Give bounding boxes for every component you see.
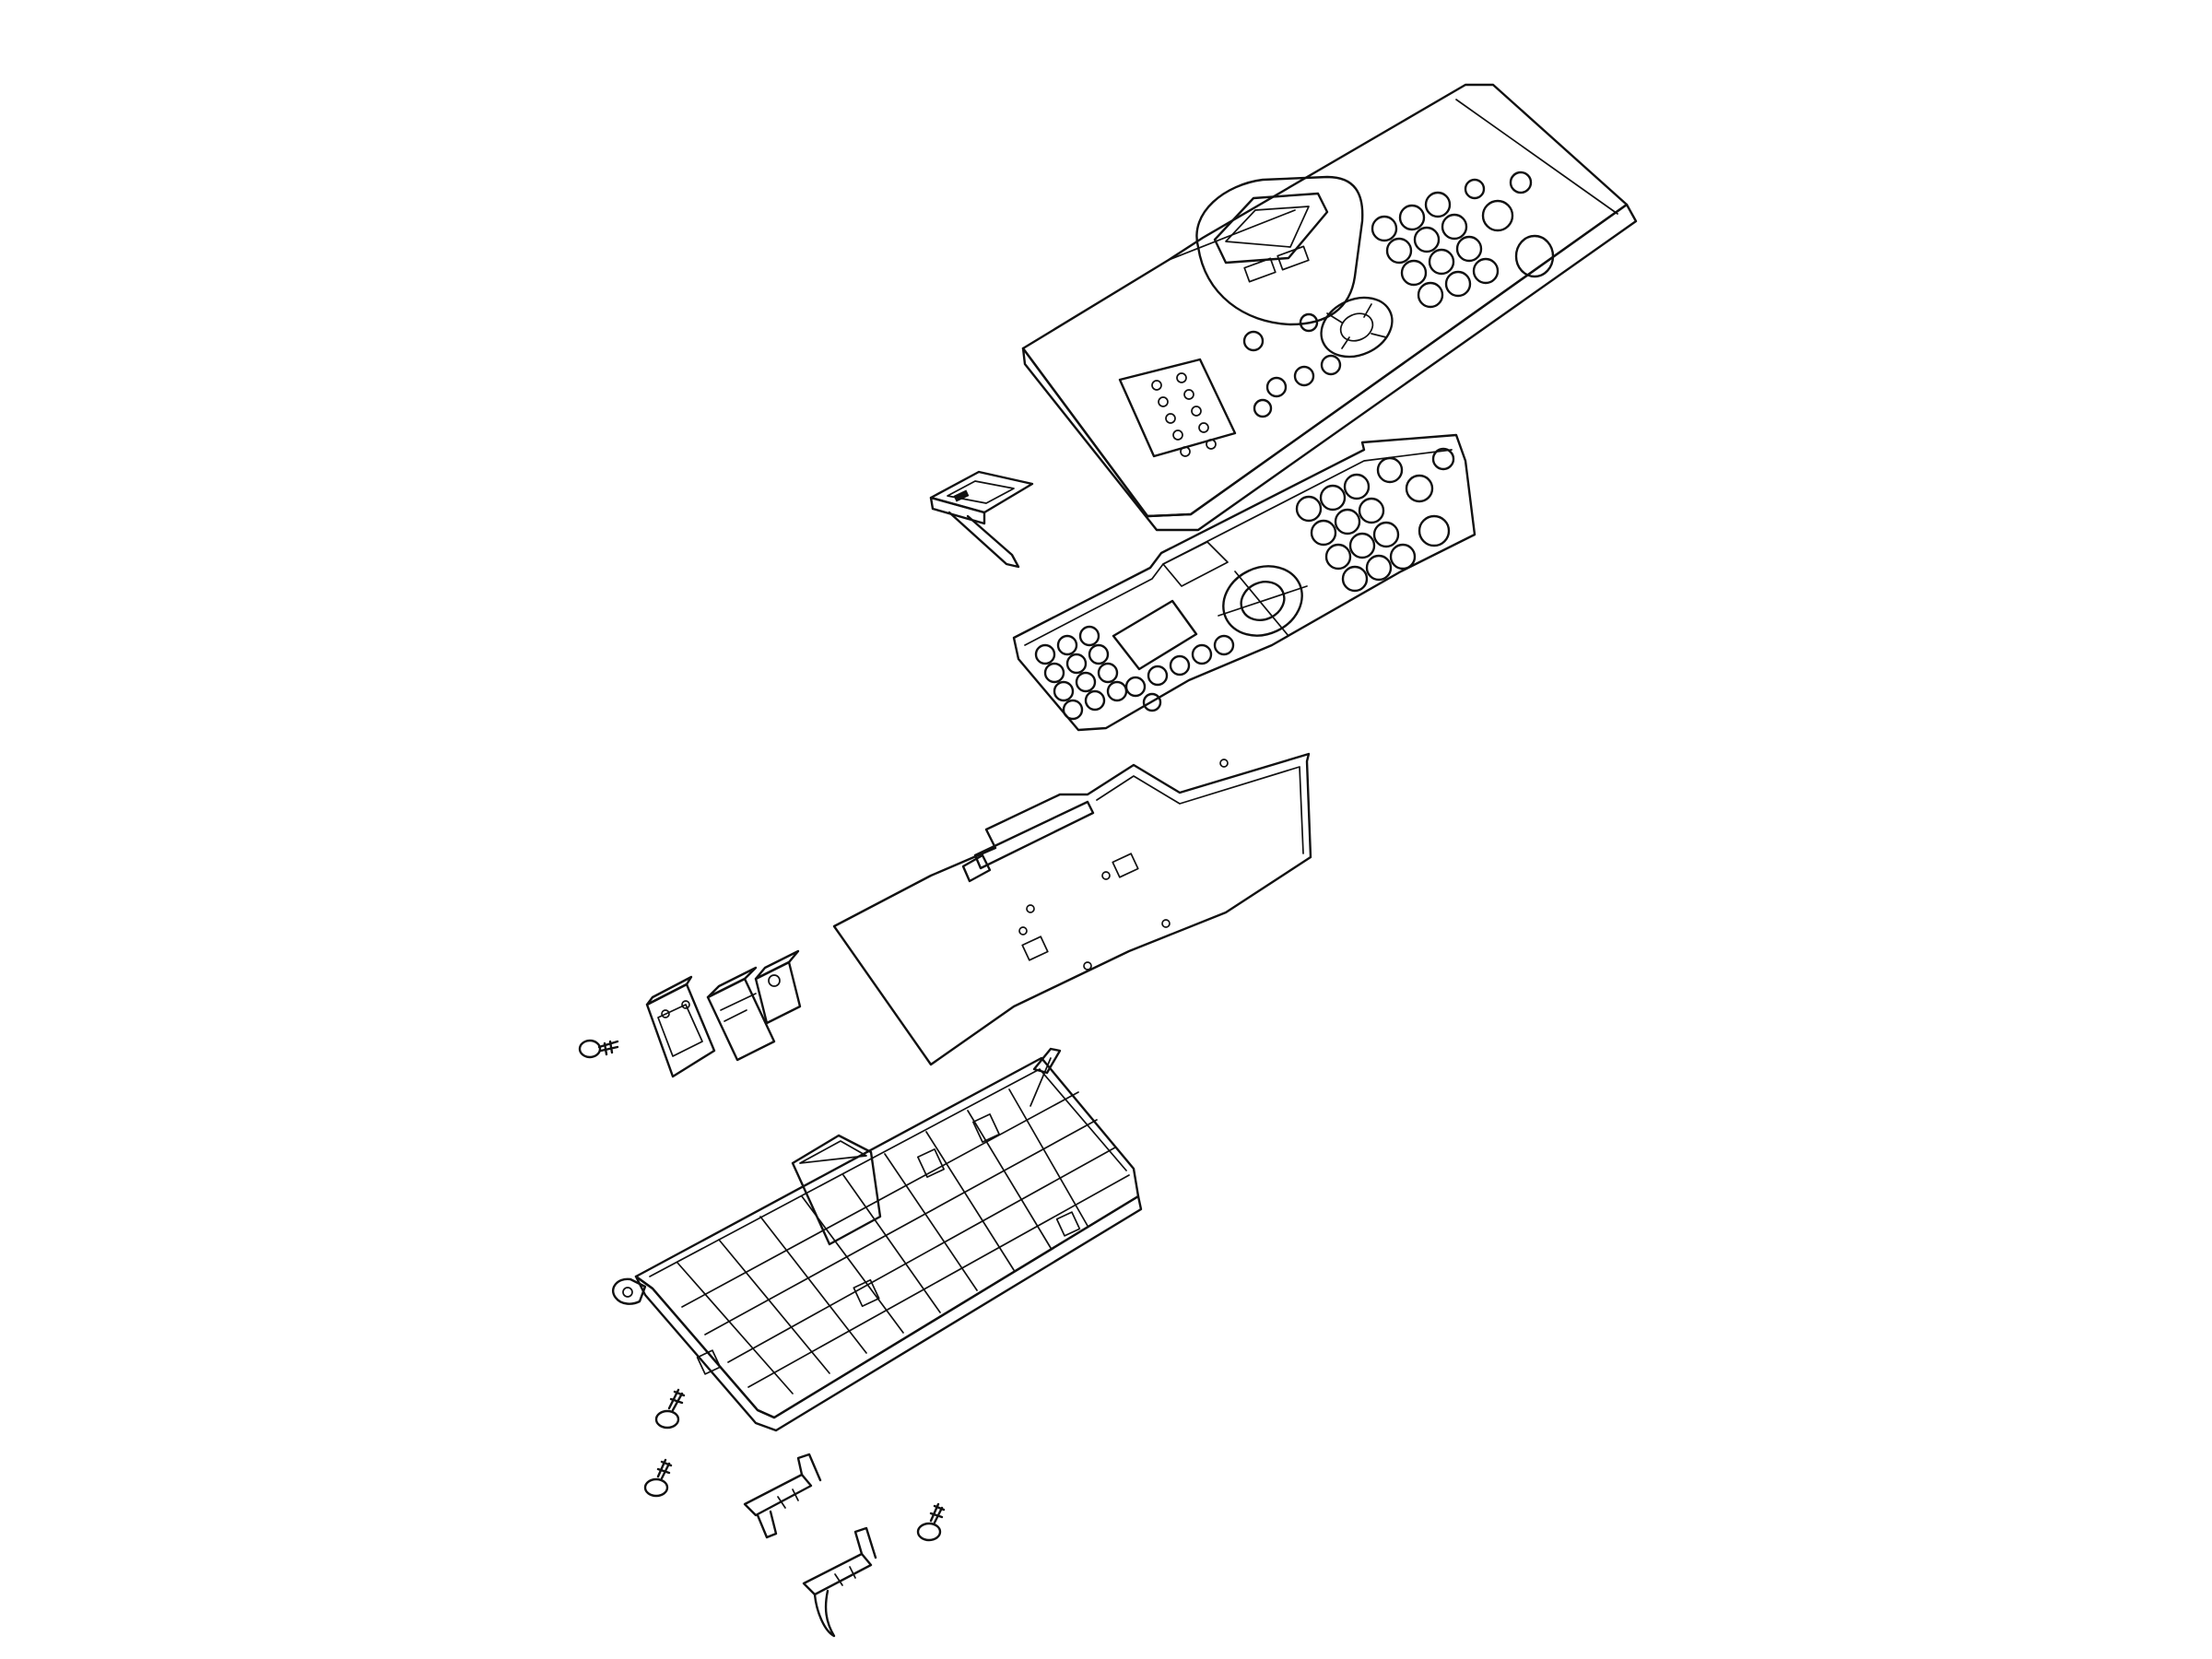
- lever-arm: [743, 1453, 822, 1539]
- lcd-module: [929, 470, 1034, 569]
- frame-ribs: [677, 1088, 1130, 1394]
- lever-arm: [802, 1526, 877, 1638]
- screw: [643, 1458, 673, 1498]
- screw: [578, 1039, 619, 1059]
- panel-circuit-board: [832, 752, 1312, 1066]
- bracket-plate: [645, 975, 716, 1078]
- bracket-block-right: [754, 949, 802, 1025]
- keypad-domes: [1034, 447, 1455, 721]
- keypad-holes: [1242, 171, 1555, 418]
- bracket-block-left: [706, 966, 776, 1062]
- control-panel-cover: [1021, 83, 1638, 532]
- screw: [654, 1388, 686, 1430]
- panel-base-frame: [611, 1047, 1143, 1432]
- screw: [916, 1502, 946, 1542]
- rubber-keypad: [1012, 433, 1477, 732]
